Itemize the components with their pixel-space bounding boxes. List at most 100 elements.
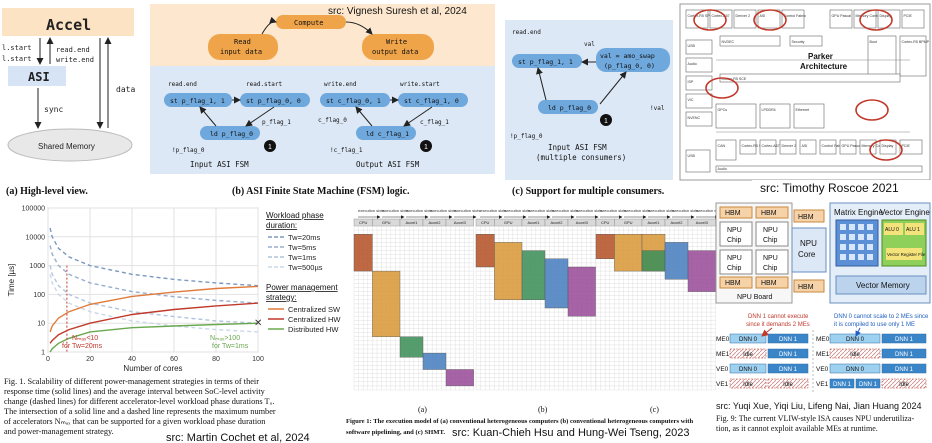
timeline-row-label: ME0 [716, 336, 730, 343]
timeline-bar-label: DNN 1 [779, 367, 798, 373]
parker-block-label: USB [688, 154, 696, 158]
timeline-bar [829, 363, 881, 374]
annotation-right-line1: Nₘₐₓ>100 [210, 335, 240, 342]
exec-slot-header: execution slots [696, 208, 722, 213]
exec-slot-header: execution slots [672, 208, 698, 213]
multi-st-node [512, 54, 582, 68]
timeline-bar [881, 348, 927, 359]
matrix-pe-cell [849, 224, 855, 230]
parker-block [819, 139, 837, 155]
st-p-flag-1-node [164, 93, 232, 107]
npu-board-hbm [719, 276, 753, 289]
timeline-bar-label: Idle [743, 352, 753, 358]
parker-block [789, 35, 823, 47]
multi-arrow-ld-amo [599, 71, 627, 105]
exec-slot-header: execution slots [406, 208, 432, 213]
timeline-bar [767, 378, 809, 389]
npu-chip-line1: NPU [727, 227, 742, 234]
alu0-label: ALU 0 [885, 227, 899, 233]
multi-title-line2: (multiple consumers) [536, 153, 626, 162]
exec-column-label: Accel3 [696, 220, 709, 225]
parker-block [685, 149, 711, 173]
exec-column-label: CPU [481, 220, 490, 225]
legend-entry: Tw=500µs [288, 263, 323, 272]
npu-board-hbm-label: HBM [761, 210, 777, 217]
exec-column-label: GPU [624, 220, 633, 225]
npu-chip [755, 249, 789, 275]
exec-column-label: Accel2 [670, 220, 683, 225]
exec-column-label: Accel1 [405, 220, 418, 225]
exec-task-block [687, 250, 716, 292]
read-input-line2: input data [220, 48, 262, 56]
read-input-node [208, 34, 278, 60]
parker-block-label: NVDEC [722, 40, 735, 44]
fsm-source: src: Vignesh Suresh et al, 2024 [328, 6, 467, 17]
parker-block-label: ISP [688, 80, 694, 84]
exec-slot-header: execution slots [454, 208, 480, 213]
parker-block-label: Denver 2 [782, 144, 797, 148]
exec-column-label: Accel1 [647, 220, 660, 225]
caption-a: (a) High-level view. [6, 186, 88, 197]
exec-column-label: Accel3 [454, 220, 467, 225]
legend-title-line4: strategy: [266, 293, 297, 302]
st-c-flag-0-label: st c_flag_0, 1 [326, 97, 381, 105]
fsm-c-flag-0-label: c_flag_0 [318, 117, 347, 124]
exec-source: src: Kuan-Chieh Hsu and Hung-Wei Tseng, … [452, 427, 689, 439]
timeline-bar [829, 333, 881, 344]
parker-block [685, 39, 713, 55]
npu-core-hbm-bottom [793, 279, 825, 293]
timeline-bar [729, 348, 767, 359]
parker-block [829, 9, 853, 29]
legend-entry: Centralized SW [288, 305, 341, 314]
multi-title-line1: Input ASI FSM [548, 143, 607, 152]
parker-block-label: Display [882, 144, 894, 148]
npu-chip-line2: Chip [727, 237, 742, 244]
vector-memory-block [835, 275, 927, 295]
parker-block-label: ASI [802, 144, 808, 148]
write-output-line1: Write [386, 38, 407, 46]
exec-task-block [664, 242, 689, 280]
ld-c-flag-1-label: ld c_flag_1 [366, 130, 409, 138]
matrix-pe-cell [858, 234, 864, 240]
series-line-3 [49, 274, 259, 333]
parker-block-label: CAN [718, 144, 726, 148]
parker-block-label: USB [688, 44, 696, 48]
input-fsm-title: Input ASI FSM [190, 160, 249, 169]
exec-task-block [521, 250, 546, 301]
npu-core-line2: Core [798, 250, 816, 259]
parker-block [757, 9, 781, 29]
fsm-write-end-label: write.end [324, 81, 357, 88]
timeline-bar [767, 348, 809, 359]
exec-task-block [641, 250, 666, 272]
parker-block-label: Memory Controller [856, 14, 886, 18]
series-line-5 [49, 302, 259, 344]
parker-highlight-ring [869, 139, 903, 161]
compute-label: Compute [294, 19, 324, 27]
parker-block-label: Audio [688, 62, 697, 66]
npu-core-hbm-top [793, 209, 825, 223]
data-label: data [116, 85, 135, 94]
exec-column-label: Accel2 [428, 220, 441, 225]
y-axis-label: Time [µs] [7, 264, 16, 297]
chart-source: src: Martin Cochet et al, 2024 [166, 432, 310, 443]
parker-block [685, 111, 713, 127]
parker-block-label: Control Fabric [822, 144, 845, 148]
exec-sub-c: (c) [650, 405, 659, 414]
timeline-row-label: ME0 [816, 336, 830, 343]
npu-chip-line2: Chip [727, 265, 742, 272]
parker-block-label: Cortex-A57 [762, 144, 780, 148]
series-line-4 [49, 285, 259, 333]
npu-chip [719, 249, 753, 275]
parker-title-line1: Parker [808, 52, 833, 61]
timeline-bar [829, 348, 881, 359]
timeline-row-label: VE1 [816, 381, 829, 388]
y-tick-label: 100 [33, 292, 45, 299]
st-c-flag-0-node [320, 93, 390, 107]
asi-box [8, 66, 66, 86]
npu-chip [755, 221, 789, 247]
panel-high-level-view: Accel ASI l.start l.start read.end write… [2, 8, 135, 197]
timeline-row-label: VE1 [716, 381, 729, 388]
exec-task-block [445, 369, 474, 387]
